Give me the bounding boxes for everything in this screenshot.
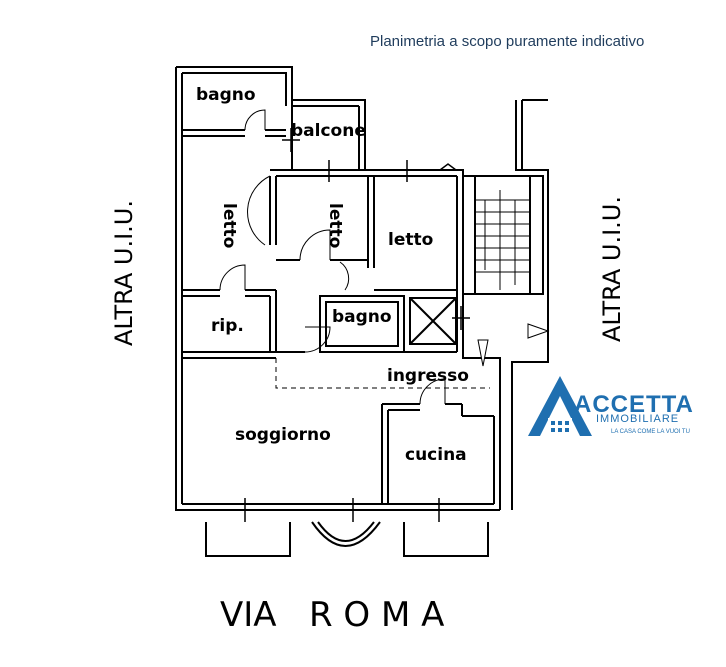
stair-treads: [475, 190, 530, 290]
windows: [232, 128, 470, 522]
room-ingresso: ingresso: [387, 366, 469, 386]
logo-window-icon: [551, 421, 569, 432]
side-label-left: ALTRA U.I.U.: [110, 200, 138, 346]
disclaimer-text: Planimetria a scopo puramente indicativo: [370, 33, 645, 50]
balconies: [205, 521, 489, 557]
logo-subtitle: IMMOBILIARE: [596, 413, 679, 425]
room-bagno-mid: bagno: [332, 307, 392, 327]
entrance-arrows: [477, 323, 550, 367]
door-swings: [219, 109, 446, 405]
room-cucina: cucina: [405, 445, 467, 465]
room-balcone: balcone: [291, 121, 366, 141]
logo-house-icon: [528, 376, 592, 436]
walls: [175, 66, 549, 511]
logo-name: ACCETTA: [574, 391, 694, 418]
room-soggiorno: soggiorno: [235, 425, 331, 445]
logo-tagline: LA CASA COME LA VUOI TU: [611, 429, 690, 435]
room-bagno-top: bagno: [196, 85, 256, 105]
dashed-partition: [275, 358, 490, 389]
room-letto-left: letto: [219, 203, 239, 248]
side-label-right: ALTRA U.I.U.: [598, 196, 626, 342]
logo: ACCETTA IMMOBILIARE LA CASA COME LA VUOI…: [528, 376, 694, 436]
room-rip: rip.: [211, 316, 244, 336]
room-letto-right: letto: [388, 230, 433, 250]
street-label: VIA R O M A: [220, 595, 444, 635]
room-letto-mid: letto: [325, 203, 345, 248]
